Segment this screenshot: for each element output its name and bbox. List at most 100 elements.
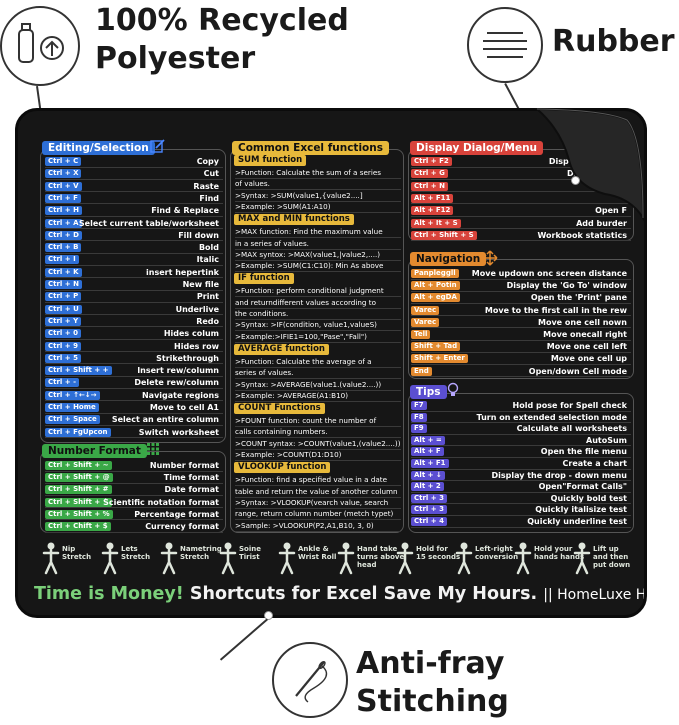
editing-row: Ctrl + V Raste	[45, 181, 223, 193]
shortcut-key: Alt + It + S	[411, 218, 461, 228]
shortcut-desc: Workbook statistics	[537, 230, 627, 240]
function-section-title: IF function	[234, 273, 294, 285]
number-row: Ctrl + Shift + %Percentage format	[45, 509, 223, 521]
function-line: >Example: >SUM(C1:C10): Min As above	[235, 260, 401, 273]
editing-row: Ctrl + Shift + +Insert rew/column	[45, 365, 223, 377]
slogan-green: Time is Money!	[34, 584, 184, 604]
function-line: >Function: perform conditional judgment	[235, 285, 401, 298]
shortcut-key: Alt + F1	[411, 459, 449, 468]
function-line: >MAX syntox: >MAX(value1,|value2,....)	[235, 249, 401, 261]
shortcut-desc: Calculate all worksheets	[516, 424, 627, 434]
shortcut-desc: Quickly italisize test	[535, 505, 627, 515]
shortcut-desc: Delete rew/column	[134, 378, 219, 388]
stretch-figure-icon	[571, 541, 593, 579]
stretch-figure-icon	[453, 541, 475, 579]
stretch-label: Hold for 15 seconds	[416, 545, 461, 561]
shortcut-key: F9	[411, 424, 427, 434]
shortcut-key: Ctrl + G	[411, 169, 448, 179]
shortcut-desc: Underlive	[175, 304, 219, 314]
shortcut-desc: Fill down	[178, 230, 219, 240]
shortcut-key: Ctrl + FgUpcon	[45, 427, 111, 437]
function-line: >Syntax: >SUM(value1,{value2....]	[235, 190, 401, 202]
editing-row: Ctrl + ↑←↓→Navigate regions	[45, 390, 223, 402]
function-line: range, return column number (metch typet…	[235, 508, 401, 521]
shortcut-desc: Move one cell nown	[538, 317, 627, 327]
shortcut-desc: Find & Replace	[151, 206, 219, 216]
stretch-label: Ankle & Wrist Roll	[298, 545, 337, 561]
shortcut-key: Ctrl + Home	[45, 403, 99, 412]
shortcut-desc: Open F	[595, 206, 627, 216]
stretch-figure-icon	[40, 541, 62, 579]
shortcut-desc: Raste	[193, 181, 219, 191]
stretch-label: Lift up and then put down	[593, 545, 631, 569]
recycle-bottle-icon	[18, 23, 64, 63]
number-row: Ctrl + Shift + ~Number format	[45, 460, 223, 472]
shortcut-key: Ctrl + Y	[45, 316, 82, 326]
shortcut-key: F8	[411, 412, 427, 422]
stretch-label: Lets Stretch	[121, 545, 151, 561]
needle-icon-circle	[272, 642, 348, 718]
shortcut-key: Alt + Potin	[411, 281, 460, 291]
needle-thread-icon	[295, 660, 328, 703]
shortcut-desc: Insert rew/column	[137, 366, 219, 376]
brand-name: || HomeLuxe H	[543, 587, 647, 603]
shortcut-key: Ctrl + B	[45, 243, 82, 253]
shortcut-key: Ctrl + -	[45, 378, 79, 388]
stretch-label: Nametring Stretch	[180, 545, 222, 561]
shortcut-key: Alt + F11	[411, 193, 454, 203]
move-arrows-icon	[482, 250, 498, 266]
shortcut-desc: Display the drop - down menu	[491, 470, 627, 480]
stretch-figure-icon	[276, 541, 298, 579]
stretch-figure-icon	[512, 541, 534, 579]
stitch-dot	[264, 611, 273, 620]
shortcut-key: Alt + =	[411, 435, 445, 445]
shortcut-key: F7	[411, 401, 427, 410]
function-line: the conditions.	[235, 308, 401, 320]
stretch-figure-icon	[394, 541, 416, 579]
stretch-label: Nip Stretch	[62, 545, 92, 561]
shortcut-key: Ctrl + F	[45, 193, 81, 203]
shortcut-desc: Open the file menu	[540, 447, 627, 457]
navigation-panel	[408, 259, 634, 379]
function-section-title: SUM function	[234, 155, 307, 166]
shortcut-desc: Quickly underline test	[527, 517, 627, 526]
number-row: Ctrl + Shift + ^Scientific notation form…	[45, 497, 223, 509]
function-line: >Function: Calculate the average of a	[235, 356, 401, 368]
shortcut-key: Ctrl + P	[45, 292, 82, 302]
display-row: Ctrl + N	[411, 181, 631, 193]
rubber-icon-circle	[467, 7, 543, 83]
shortcut-desc: Move one cell up	[550, 354, 627, 364]
shortcut-key: Ctrl + Shift + ^	[45, 497, 112, 507]
shortcut-desc: New file	[182, 280, 219, 289]
shortcut-key: Ctrl + Space	[45, 415, 100, 425]
function-line: table and return the value of another co…	[235, 486, 401, 498]
shortcut-key: Ctrl + 0	[45, 329, 81, 339]
shortcut-key: Ctrl + Shift + %	[45, 509, 113, 519]
shortcut-key: Ctrl + Shift + @	[45, 473, 113, 483]
function-line: >FOUNT function: count the number of	[235, 415, 401, 428]
stitch-lead-line	[219, 618, 268, 661]
shortcut-key: Alt + 2	[411, 482, 444, 492]
function-line: calls containing numbers.	[235, 426, 401, 439]
shortcut-desc: Create a chart	[562, 459, 627, 468]
shortcut-key: Ctrl + V	[45, 181, 82, 191]
tips-row: Alt + ↓Display the drop - down menu	[411, 470, 631, 482]
